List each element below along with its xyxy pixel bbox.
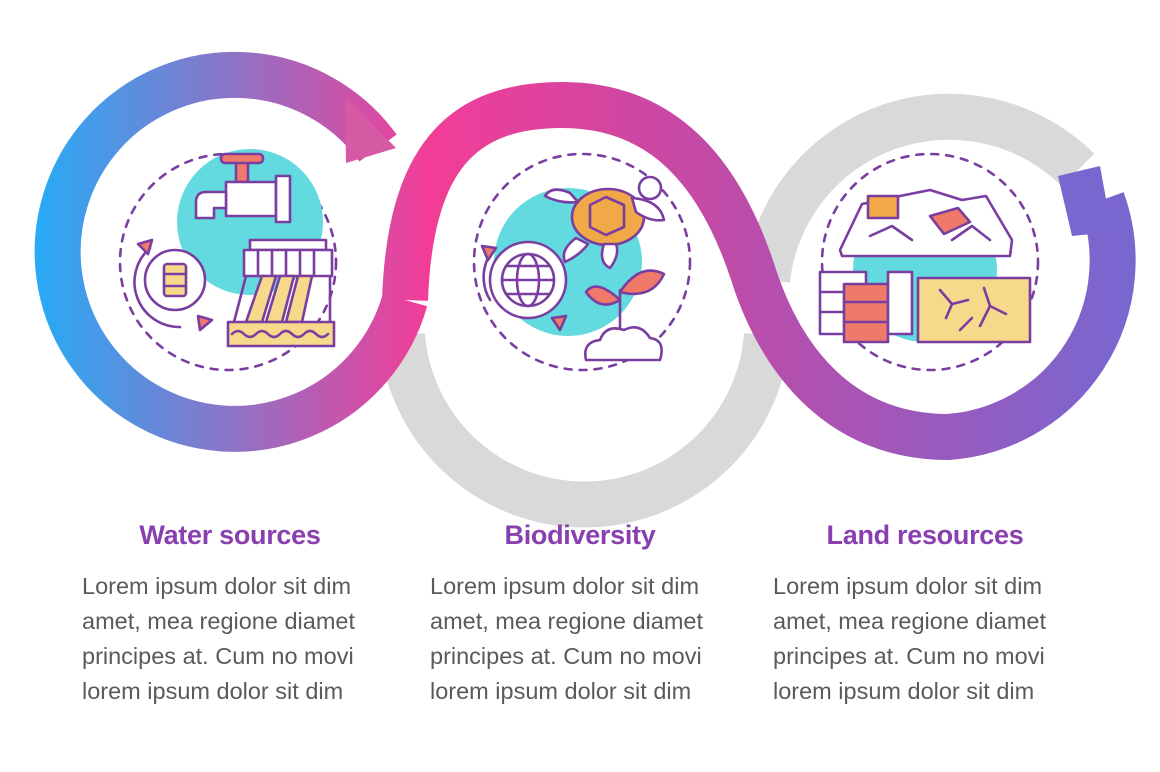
step-title: Biodiversity [504, 520, 656, 550]
water-tap-dam-oil-icon [118, 149, 338, 372]
step-description: Lorem ipsum dolor sit dim amet, mea regi… [773, 573, 1047, 704]
ribbon-left-loop [34, 51, 428, 452]
step-biodiversity: Biodiversity Lorem ipsum dolor sit dim a… [420, 515, 740, 709]
minerals-barrels-soil-icon [818, 152, 1040, 372]
gray-arc-bottom-middle [379, 333, 790, 528]
step-water-sources: Water sources Lorem ipsum dolor sit dim … [70, 515, 390, 709]
gray-ring-segments [379, 93, 1095, 528]
ribbon-arrow-head [345, 96, 396, 163]
turtle-globe-sprout-icon [472, 152, 692, 372]
gradient-ribbon [34, 51, 1136, 460]
step-land-resources: Land resources Lorem ipsum dolor sit dim… [765, 515, 1085, 709]
ribbon-tail-cap [1058, 166, 1112, 236]
step-title: Water sources [139, 520, 321, 550]
step-description: Lorem ipsum dolor sit dim amet, mea regi… [82, 573, 356, 704]
step-title: Land resources [826, 520, 1024, 550]
step-description: Lorem ipsum dolor sit dim amet, mea regi… [430, 573, 704, 704]
ribbon-s-curve [382, 82, 1136, 460]
gray-arc-top-right [744, 93, 1095, 283]
